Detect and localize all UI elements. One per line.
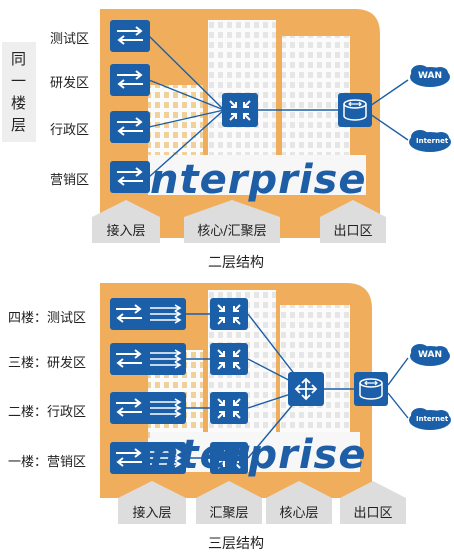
bottom-aggregation-switch xyxy=(210,298,248,330)
bottom-cloud-wan-label: WAN xyxy=(418,350,443,360)
same-floor-char: 楼 xyxy=(11,94,27,112)
bottom-cloud-wan xyxy=(410,344,450,366)
bottom-cloud-internet-label: Internet xyxy=(416,415,449,423)
bottom-core-switch xyxy=(288,372,324,406)
top-watermark-text: nterprise xyxy=(150,157,367,203)
top-zone-arrow-core xyxy=(184,200,280,243)
bottom-zone-arrow-access xyxy=(118,481,186,524)
bottom-watermark-text: nterprise xyxy=(150,432,367,478)
top-cloud-internet xyxy=(409,130,451,152)
top-core-switch xyxy=(222,93,258,127)
bottom-zone-arrow-exit xyxy=(340,481,406,524)
floor-area-label-2: 二楼：行政区 xyxy=(8,405,87,420)
top-access-switch xyxy=(110,20,150,52)
bottom-diagram-title: 三层结构 xyxy=(208,536,264,552)
bottom-zone-arrow-aggregation xyxy=(196,481,262,524)
top-zone-arrow-exit xyxy=(320,200,386,243)
bottom-zone-label-access: 接入层 xyxy=(132,506,172,521)
bottom-access-switch xyxy=(110,298,186,330)
bottom-zone-label-core: 核心层 xyxy=(279,506,319,521)
top-cloud-wan-label: WAN xyxy=(418,71,443,81)
area-label-test: 测试区 xyxy=(50,32,90,47)
top-links xyxy=(148,35,409,178)
bottom-cloud-internet xyxy=(409,408,451,430)
same-floor-label-box: 同 一 楼 层 xyxy=(2,42,36,142)
top-zone-label-exit: 出口区 xyxy=(333,224,373,239)
floor-area-label-1: 一楼：营销区 xyxy=(8,455,87,470)
top-cloud-internet-label: Internet xyxy=(416,137,449,145)
area-label-sales: 营销区 xyxy=(50,173,90,188)
top-router xyxy=(338,93,372,127)
bottom-router xyxy=(354,372,388,406)
same-floor-char: 同 xyxy=(11,50,27,68)
same-floor-char: 一 xyxy=(11,72,27,90)
bottom-aggregation-switch xyxy=(210,442,248,474)
same-floor-char: 层 xyxy=(11,116,27,134)
bottom-access-switch xyxy=(110,343,186,375)
bottom-zone-arrow-core xyxy=(266,481,332,524)
bottom-aggregation-switch xyxy=(210,343,248,375)
bottom-access-switch xyxy=(110,442,186,474)
top-access-switch xyxy=(110,64,150,96)
top-zone-label-access: 接入层 xyxy=(106,224,146,239)
bottom-zone-label-aggregation: 汇聚层 xyxy=(209,506,249,521)
floor-area-label-4: 四楼：测试区 xyxy=(8,311,87,326)
bottom-aggregation-switch xyxy=(210,392,248,424)
top-diagram-title: 二层结构 xyxy=(208,255,264,271)
top-access-switch xyxy=(110,161,150,193)
bottom-access-switch xyxy=(110,392,186,424)
floor-area-label-3: 三楼：研发区 xyxy=(8,356,87,371)
top-cloud-wan xyxy=(410,65,450,87)
top-access-switch xyxy=(110,111,150,143)
top-zone-label-core: 核心/汇聚层 xyxy=(197,224,267,239)
area-label-admin: 行政区 xyxy=(50,123,90,138)
bottom-zone-label-exit: 出口区 xyxy=(353,506,393,521)
area-label-rnd: 研发区 xyxy=(50,76,90,91)
top-zone-arrow-access xyxy=(92,200,160,243)
